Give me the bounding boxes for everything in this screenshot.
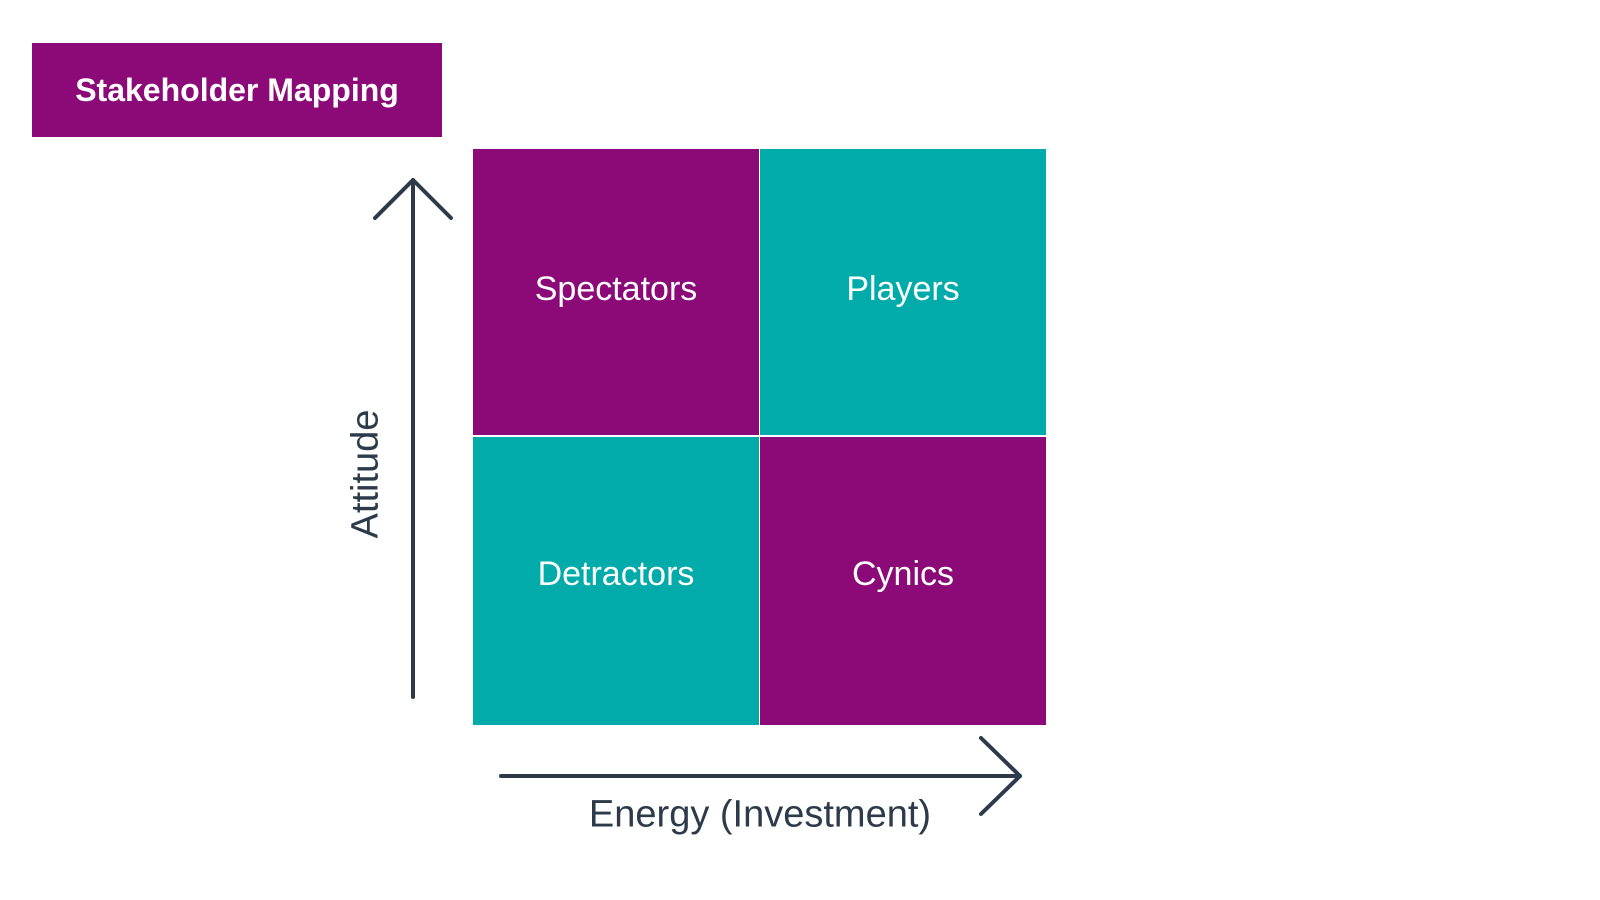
quadrant-players: Players xyxy=(760,149,1046,435)
title-banner: Stakeholder Mapping xyxy=(32,43,442,137)
quadrant-cynics: Cynics xyxy=(760,437,1046,725)
quadrant-detractors: Detractors xyxy=(473,437,759,725)
y-axis-arrowhead xyxy=(373,178,453,220)
x-axis-arrowhead xyxy=(979,736,1022,816)
quadrant-label: Detractors xyxy=(537,555,695,593)
quadrant-label: Players xyxy=(846,269,960,308)
y-axis-label: Attitude xyxy=(344,409,387,539)
x-axis-label: Energy (Investment) xyxy=(588,793,932,836)
quadrant-spectators: Spectators xyxy=(473,149,759,435)
page-title: Stakeholder Mapping xyxy=(75,71,399,108)
quadrant-label: Spectators xyxy=(534,269,698,308)
quadrant-label: Cynics xyxy=(851,555,955,593)
